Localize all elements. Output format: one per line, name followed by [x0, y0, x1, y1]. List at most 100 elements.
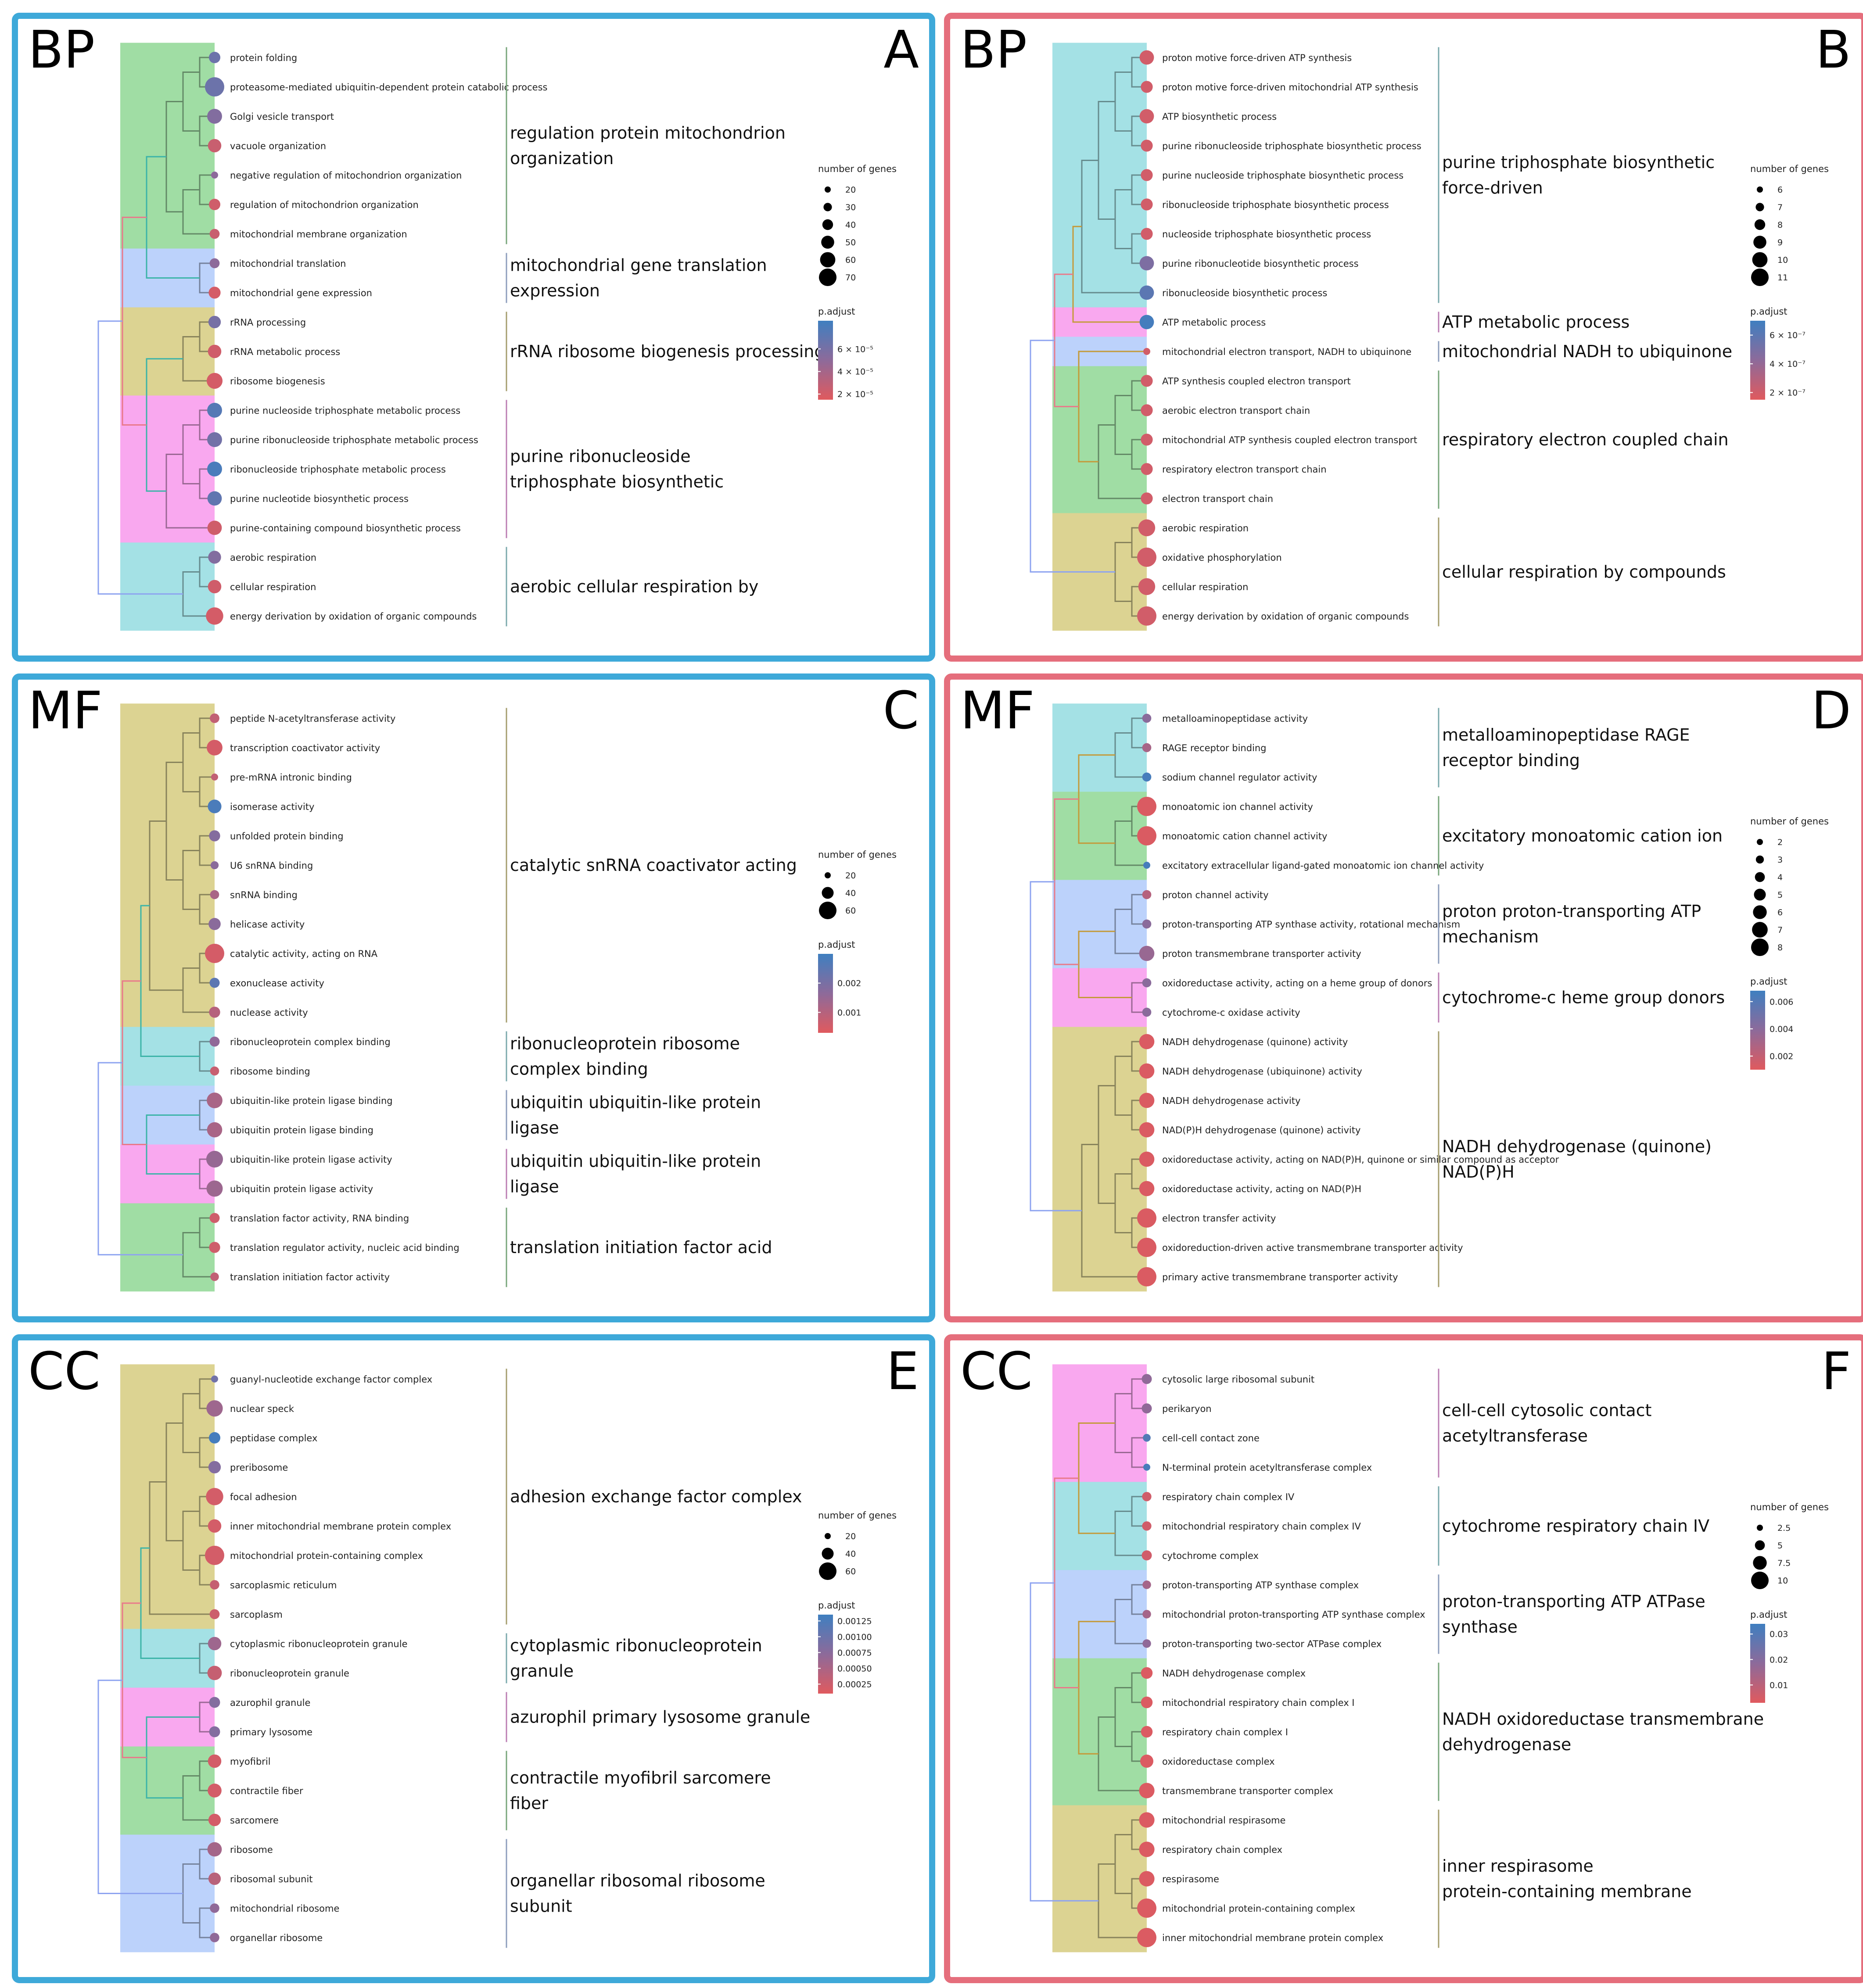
term-dot [1141, 375, 1153, 387]
term-label: snRNA binding [230, 890, 298, 900]
ontology-label: BP [28, 19, 95, 80]
term-label: nuclear speck [230, 1404, 294, 1414]
term-label: aerobic respiration [1162, 523, 1249, 534]
ontology-label: CC [28, 1341, 101, 1401]
size-legend-value: 3 [1777, 855, 1783, 865]
cluster-label: metalloaminopeptidase RAGE [1442, 725, 1690, 745]
cluster-label: mitochondrial NADH to ubiquinone [1442, 342, 1732, 361]
term-dot [206, 607, 223, 625]
color-legend-bar [818, 1615, 833, 1694]
panel-frame [944, 1334, 1863, 1983]
term-dot [209, 1726, 220, 1737]
term-dot [208, 918, 221, 930]
term-label: mitochondrial gene expression [230, 288, 372, 298]
term-dot [209, 1036, 220, 1047]
term-dot [207, 462, 222, 476]
color-legend-label: 0.00050 [837, 1664, 872, 1673]
term-label: purine ribonucleotide biosynthetic proce… [1162, 258, 1359, 269]
cluster-label: purine triphosphate biosynthetic [1442, 153, 1715, 172]
term-dot [208, 1519, 222, 1533]
color-legend-label: 0.00025 [837, 1680, 872, 1689]
term-label: ribonucleoside triphosphate biosynthetic… [1162, 200, 1389, 210]
cluster-label: cell-cell cytosolic contact [1442, 1401, 1651, 1420]
cluster-label: ligase [510, 1177, 559, 1196]
panel-letter: E [886, 1341, 919, 1401]
term-label: purine nucleoside triphosphate metabolic… [230, 405, 460, 416]
term-label: peptidase complex [230, 1433, 317, 1444]
term-dot [208, 799, 222, 813]
term-dot [208, 198, 221, 211]
term-dot [1137, 1898, 1156, 1918]
size-legend-dot [1754, 219, 1766, 230]
term-dot [1141, 228, 1153, 240]
term-label: mitochondrial membrane organization [230, 229, 407, 240]
size-legend-dot [1753, 1556, 1767, 1570]
size-legend-value: 6 [1777, 908, 1783, 917]
size-legend-dot [822, 1547, 834, 1560]
term-dot [208, 51, 221, 64]
tree-branch [1030, 881, 1082, 1211]
term-dot [211, 172, 218, 179]
term-dot [1141, 1550, 1152, 1561]
term-label: nucleoside triphosphate biosynthetic pro… [1162, 229, 1371, 240]
term-label: respiratory electron transport chain [1162, 464, 1327, 475]
cluster-label: cytochrome-c heme group donors [1442, 988, 1725, 1007]
color-legend-title: p.adjust [818, 1600, 855, 1611]
term-dot [1141, 463, 1153, 475]
size-legend-dot [823, 203, 832, 211]
term-label: energy derivation by oxidation of organi… [1162, 611, 1409, 622]
term-dot [1142, 713, 1152, 723]
term-dot [1139, 315, 1154, 330]
panel-letter: B [1816, 19, 1851, 80]
size-legend-value: 60 [845, 906, 856, 916]
term-label: ATP synthesis coupled electron transport [1162, 376, 1351, 387]
term-label: U6 snRNA binding [230, 860, 313, 871]
term-dot [1142, 1007, 1152, 1017]
term-label: primary active transmembrane transporter… [1162, 1272, 1398, 1282]
term-label: ribosomal subunit [230, 1874, 313, 1884]
term-label: cellular respiration [230, 582, 316, 592]
term-dot [208, 580, 222, 594]
cluster-label: acetyltransferase [1442, 1426, 1588, 1446]
term-label: proton transmembrane transporter activit… [1162, 949, 1361, 959]
term-dot [210, 1272, 219, 1281]
term-label: inner mitochondrial membrane protein com… [230, 1521, 451, 1532]
cluster-label: catalytic snRNA coactivator acting [510, 856, 797, 875]
term-dot [1143, 862, 1150, 869]
cluster-label: mechanism [1442, 927, 1539, 946]
cluster-label: adhesion exchange factor complex [510, 1487, 802, 1506]
term-label: respiratory chain complex IV [1162, 1492, 1295, 1502]
term-label: purine nucleoside triphosphate biosynthe… [1162, 170, 1404, 181]
term-label: catalytic activity, acting on RNA [230, 949, 378, 959]
color-legend-title: p.adjust [818, 939, 855, 950]
term-label: exonuclease activity [230, 978, 324, 989]
term-dot [208, 1432, 221, 1444]
term-dot [1139, 285, 1154, 300]
term-label: ribonucleoprotein granule [230, 1668, 349, 1679]
term-dot [1141, 1403, 1152, 1414]
term-label: mitochondrial protein-containing complex [230, 1551, 423, 1561]
size-legend-value: 8 [1777, 943, 1783, 953]
cluster-label: expression [510, 281, 600, 301]
color-legend-label: 0.00125 [837, 1616, 872, 1626]
cluster-label: synthase [1442, 1617, 1518, 1637]
term-label: ubiquitin protein ligase binding [230, 1125, 373, 1135]
size-legend-value: 40 [845, 1549, 856, 1559]
color-legend-label: 4 × 10⁻⁷ [1770, 359, 1806, 369]
color-legend-label: 4 × 10⁻⁵ [837, 367, 873, 377]
size-legend-value: 5 [1777, 1541, 1783, 1551]
term-dot [1142, 743, 1152, 752]
color-legend-label: 0.002 [837, 979, 861, 989]
term-dot [1137, 1928, 1156, 1947]
term-label: rRNA metabolic process [230, 347, 340, 357]
cluster-label: proton proton-transporting ATP [1442, 902, 1701, 921]
size-legend-dot [1752, 922, 1768, 938]
color-legend-label: 2 × 10⁻⁷ [1770, 388, 1806, 398]
cluster-label: ubiquitin ubiquitin-like protein [510, 1152, 761, 1171]
term-dot [211, 1375, 218, 1383]
panel-frame [12, 1334, 935, 1983]
term-label: mitochondrial protein-containing complex [1162, 1903, 1355, 1914]
term-label: mitochondrial ATP synthesis coupled elec… [1162, 435, 1417, 445]
term-dot [208, 1754, 222, 1768]
size-legend-value: 10 [1777, 1576, 1788, 1586]
